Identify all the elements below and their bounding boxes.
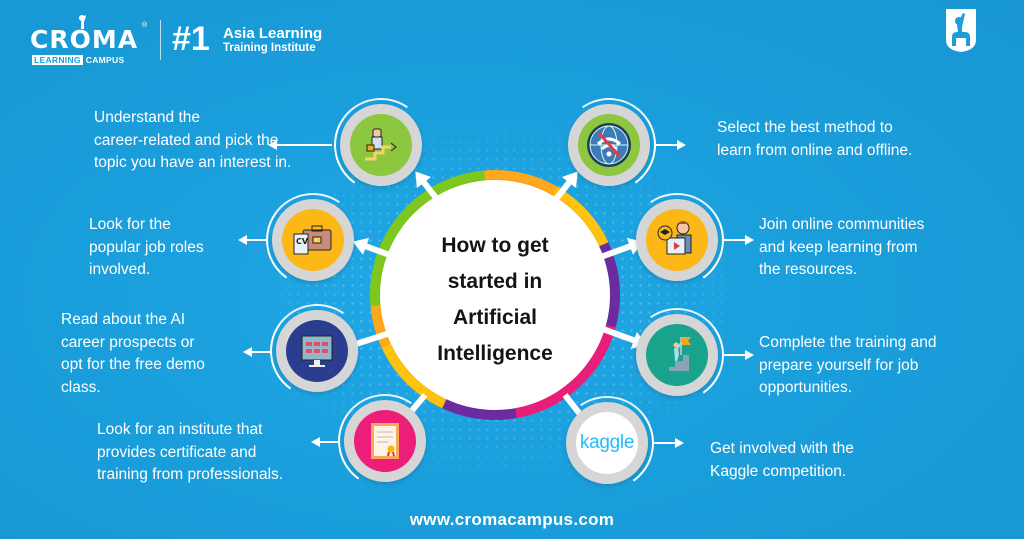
brand-sub-boxed: LEARNING: [32, 55, 83, 65]
step-text-7: Complete the training and prepare yourse…: [759, 332, 937, 400]
brand-sub-text: CAMPUS: [85, 55, 125, 65]
title-line: started in: [447, 270, 543, 293]
step-line: involved.: [89, 261, 151, 278]
logo-figure-icon: [79, 15, 86, 29]
rank-badge: #1: [172, 20, 210, 58]
brand-name: CROMA: [30, 25, 139, 54]
cv-briefcase-icon: CV: [282, 209, 344, 271]
step-node-8: kaggle: [552, 388, 662, 498]
corner-logo-icon: [946, 9, 976, 52]
step-line: opportunities.: [759, 379, 853, 396]
connector-arrow: [722, 350, 754, 360]
step-line: provides certificate and: [97, 443, 257, 461]
step-text-1: Understand the career-related and pick t…: [94, 107, 291, 175]
step-node-2: CV: [258, 185, 368, 295]
step-line: prepare yourself for job: [759, 356, 919, 374]
certificate-icon: [354, 410, 416, 472]
step-node-1: [326, 90, 436, 200]
connector-arrow: [268, 140, 332, 150]
step-text-8: Get involved with the Kaggle competition…: [710, 438, 854, 483]
step-node-4: [330, 386, 440, 496]
step-text-3: Read about the AI career prospects or op…: [61, 309, 205, 399]
step-line: Complete the training and: [759, 334, 937, 351]
kaggle-logo: kaggle: [576, 412, 638, 474]
step-text-2: Look for the popular job roles involved.: [89, 214, 204, 282]
connector-arrow: [243, 347, 271, 357]
globe-wifi-off-icon: [578, 114, 640, 176]
header-divider: [160, 20, 161, 60]
step-line: Get involved with the: [710, 440, 854, 457]
step-line: Kaggle competition.: [710, 462, 847, 480]
step-node-5: [554, 90, 664, 200]
step-line: topic you have an interest in.: [94, 154, 292, 171]
connector-arrow: [722, 235, 754, 245]
kaggle-logo-text: kaggle: [579, 432, 635, 453]
step-line: popular job roles: [89, 238, 204, 256]
online-learning-icon: [646, 209, 708, 271]
step-line: the resources.: [759, 261, 858, 278]
title-line: How to get: [441, 234, 549, 257]
step-line: Join online communities: [759, 216, 925, 233]
step-node-3: [262, 296, 372, 406]
step-line: career-related and pick the: [94, 131, 279, 149]
title-line: Artificial: [452, 306, 538, 329]
step-line: opt for the free demo: [61, 356, 205, 373]
step-line: class.: [61, 378, 101, 396]
career-stairs-icon: [350, 114, 412, 176]
step-node-6: [622, 185, 732, 295]
step-text-6: Join online communities and keep learnin…: [759, 214, 924, 282]
step-line: Read about the AI: [61, 311, 186, 328]
step-line: career prospects or: [61, 333, 195, 351]
tagline: Asia Learning Training Institute: [223, 26, 322, 56]
step-line: Understand the: [94, 109, 200, 126]
svg-text:CV: CV: [296, 237, 309, 246]
step-line: and keep learning from: [759, 238, 918, 256]
step-text-4: Look for an institute that provides cert…: [97, 419, 283, 487]
website-link[interactable]: www.cromacampus.com: [409, 510, 615, 529]
step-line: Select the best method to: [717, 119, 893, 136]
connector-arrow: [311, 437, 339, 447]
step-text-5: Select the best method to learn from onl…: [717, 117, 912, 162]
center-hub: [380, 180, 610, 410]
flag-summit-icon: [646, 324, 708, 386]
monitor-dashboard-icon: [286, 320, 348, 382]
connector-arrow: [654, 140, 686, 150]
connector-arrow: [238, 235, 266, 245]
step-node-7: [622, 300, 732, 410]
registered-mark: ®: [142, 22, 148, 29]
connector-arrow: [652, 438, 684, 448]
step-line: Look for an institute that: [97, 421, 263, 438]
tagline-line-2: Training Institute: [223, 42, 316, 54]
step-line: training from professionals.: [97, 466, 284, 483]
title-line: Intelligence: [437, 342, 553, 365]
center-title: How to get started in Artificial Intelli…: [398, 228, 592, 372]
step-line: learn from online and offline.: [717, 141, 913, 159]
tagline-line-1: Asia Learning: [223, 25, 323, 42]
step-line: Look for the: [89, 216, 171, 233]
